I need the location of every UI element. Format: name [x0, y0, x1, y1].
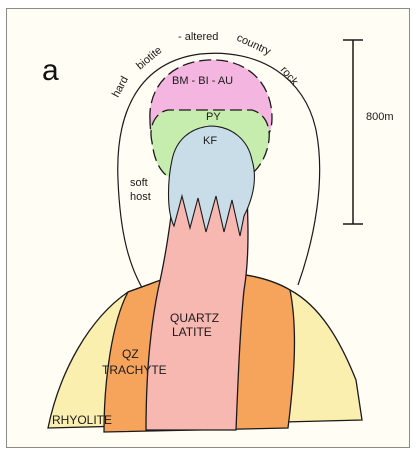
scale-label: 800m	[366, 111, 394, 123]
quartz-latite-zone	[146, 170, 248, 430]
scale-bar	[343, 40, 363, 224]
panel-label: a	[42, 54, 59, 87]
arc-word-hard: hard	[110, 74, 131, 99]
arc-word-rock: rock	[278, 64, 301, 88]
rhyolite-label: RHYOLITE	[52, 413, 112, 427]
qz-trachyte-label-1: QZ	[122, 347, 139, 361]
soft-host-label-2: host	[130, 191, 151, 203]
arc-word-altered: - altered	[178, 31, 218, 43]
soft-host-label-1: soft	[130, 177, 148, 189]
quartz-latite-label-2: LATITE	[172, 325, 212, 339]
arc-word-country: country	[235, 32, 273, 58]
py-label: PY	[206, 111, 221, 123]
kf-label: KF	[203, 135, 217, 147]
quartz-latite-label-1: QUARTZ	[170, 311, 219, 325]
bm-bi-au-label: BM - BI - AU	[172, 75, 233, 87]
qz-trachyte-label-2: TRACHYTE	[102, 363, 167, 377]
